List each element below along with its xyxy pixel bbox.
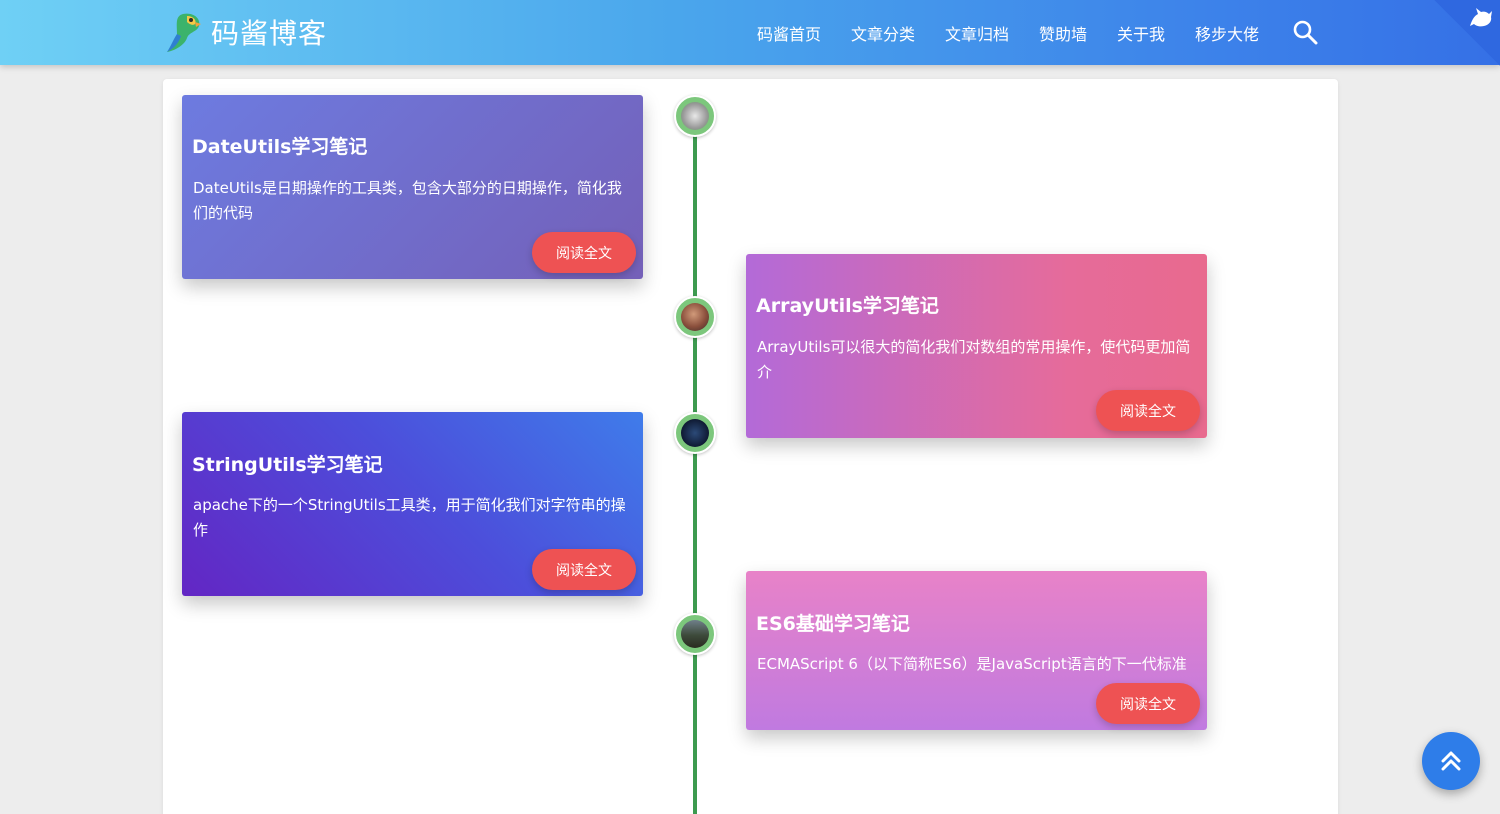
- nav-item-home[interactable]: 码酱首页: [757, 25, 822, 44]
- post-title[interactable]: StringUtils学习笔记: [192, 454, 383, 476]
- nav-item-friends[interactable]: 移步大佬: [1195, 25, 1260, 44]
- post-card: StringUtils学习笔记 apache下的一个StringUtils工具类…: [182, 412, 643, 596]
- back-to-top-button[interactable]: [1422, 732, 1480, 790]
- parrot-logo-icon: [167, 13, 201, 53]
- post-thumbnail-icon: [681, 303, 709, 331]
- timeline-node: [674, 412, 716, 454]
- timeline-node: [674, 296, 716, 338]
- github-cat-icon: [1470, 8, 1492, 27]
- post-thumbnail-icon: [681, 419, 709, 447]
- post-card: ES6基础学习笔记 ECMAScript 6（以下简称ES6）是JavaScri…: [746, 571, 1207, 730]
- nav-item-about[interactable]: 关于我: [1117, 25, 1166, 44]
- post-description: ECMAScript 6（以下简称ES6）是JavaScript语言的下一代标准: [757, 655, 1187, 673]
- read-more-button[interactable]: 阅读全文: [1096, 390, 1200, 431]
- post-description: DateUtils是日期操作的工具类，包含大部分的日期操作，简化我们的代码: [193, 179, 622, 222]
- nav-item-sponsor-wall[interactable]: 赞助墙: [1039, 25, 1088, 44]
- post-card: DateUtils学习笔记 DateUtils是日期操作的工具类，包含大部分的日…: [182, 95, 643, 279]
- post-title[interactable]: ArrayUtils学习笔记: [756, 295, 939, 317]
- site-title[interactable]: 码酱博客: [211, 17, 328, 50]
- github-corner[interactable]: [1434, 0, 1500, 66]
- read-more-button[interactable]: 阅读全文: [532, 232, 636, 273]
- timeline-node: [674, 613, 716, 655]
- top-nav-bar: 码酱博客 码酱首页 文章分类 文章归档 赞助墙 关于我 移步大佬: [0, 0, 1500, 66]
- post-card: ArrayUtils学习笔记 ArrayUtils可以很大的简化我们对数组的常用…: [746, 254, 1207, 438]
- read-more-button[interactable]: 阅读全文: [1096, 683, 1200, 724]
- site-logo[interactable]: 码酱博客: [163, 10, 327, 54]
- read-more-button[interactable]: 阅读全文: [532, 549, 636, 590]
- post-description: apache下的一个StringUtils工具类，用于简化我们对字符串的操作: [193, 496, 626, 539]
- nav-item-categories[interactable]: 文章分类: [851, 25, 916, 44]
- nav-item-archive[interactable]: 文章归档: [945, 25, 1010, 44]
- post-title[interactable]: DateUtils学习笔记: [192, 136, 368, 158]
- search-icon[interactable]: [1292, 19, 1318, 45]
- post-title[interactable]: ES6基础学习笔记: [756, 613, 910, 635]
- timeline-line: [693, 125, 697, 814]
- chevron-double-up-icon: [1441, 751, 1461, 771]
- timeline-node: [674, 95, 716, 137]
- post-description: ArrayUtils可以很大的简化我们对数组的常用操作，使代码更加简介: [757, 338, 1191, 381]
- post-thumbnail-icon: [681, 620, 709, 648]
- post-thumbnail-icon: [681, 102, 709, 130]
